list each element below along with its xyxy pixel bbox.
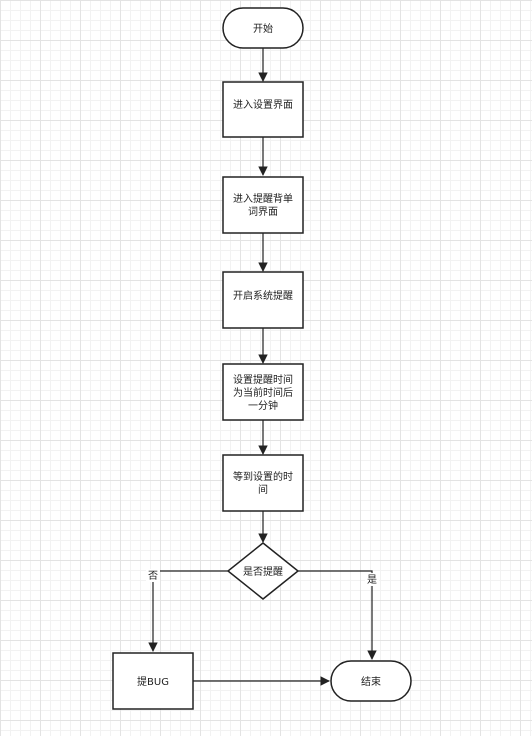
process-set-time-label-3: 一分钟 [248, 399, 278, 412]
edge-decision-yes [298, 570, 377, 660]
process-wait-label-1: 等到设置的时 [233, 470, 293, 483]
process-report-bug [112, 652, 194, 710]
edge-label-no: 否 [148, 570, 158, 582]
process-enable-remind-label: 开启系统提醒 [233, 289, 293, 302]
process-set-time-label-2: 为当前时间后 [233, 386, 293, 399]
process-enter-remind [222, 176, 304, 234]
process-report-bug-label: 提BUG [137, 676, 169, 688]
start-label: 开始 [253, 22, 273, 35]
process-enable-remind [222, 271, 304, 329]
process-enter-settings-label: 进入设置界面 [233, 99, 293, 111]
process-wait-label-2: 间 [258, 483, 268, 496]
process-enter-remind-label-2: 词界面 [248, 206, 278, 218]
edge-label-no-bg [146, 569, 160, 582]
end-terminal [330, 660, 412, 702]
process-wait [222, 454, 304, 512]
process-enter-remind-label-1: 进入提醒背单 [233, 192, 293, 205]
decision-diamond [226, 542, 300, 600]
edge-label-yes-bg [365, 573, 379, 586]
process-set-time [222, 363, 304, 421]
process-enter-settings [222, 81, 304, 138]
decision-label: 是否提醒 [243, 566, 283, 578]
end-label: 结束 [361, 675, 381, 688]
edge-decision-no [148, 570, 228, 652]
edge-label-yes: 是 [367, 574, 377, 586]
process-set-time-label-1: 设置提醒时间 [233, 373, 293, 386]
start-terminal [222, 7, 304, 49]
